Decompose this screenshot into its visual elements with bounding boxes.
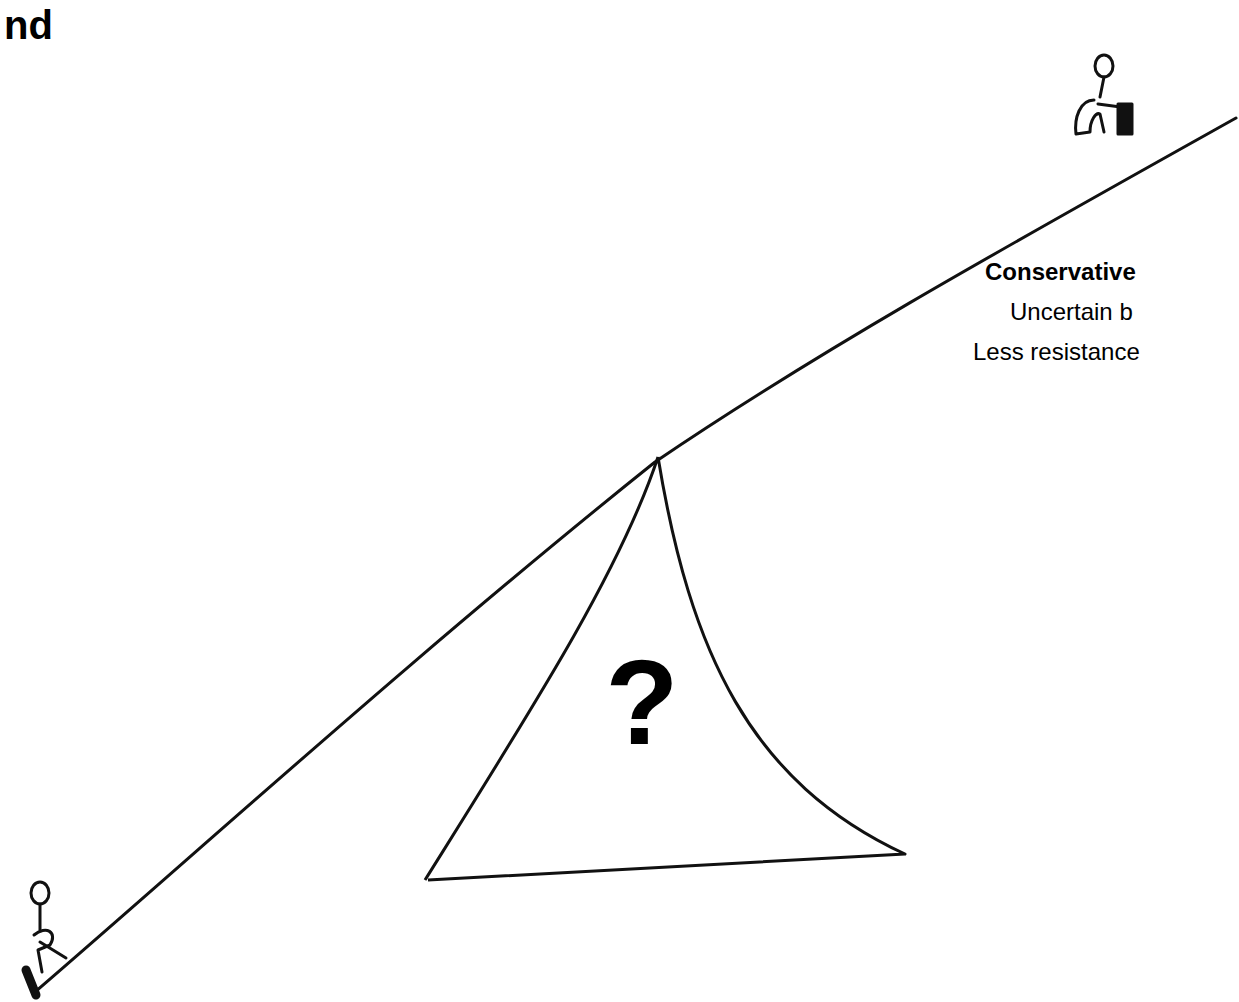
triangle-outline bbox=[425, 457, 905, 880]
figure-top bbox=[1076, 55, 1132, 134]
figure-bottom bbox=[26, 882, 66, 995]
question-mark: ? bbox=[605, 642, 678, 762]
title: nd bbox=[4, 2, 53, 48]
fulcrum-triangle: ? bbox=[420, 452, 910, 884]
note-text: Uncertain b bbox=[1010, 298, 1133, 326]
group-heading: Conservative bbox=[985, 258, 1136, 286]
note-text: Less resistance bbox=[973, 338, 1140, 366]
seesaw-plank bbox=[35, 118, 1236, 992]
